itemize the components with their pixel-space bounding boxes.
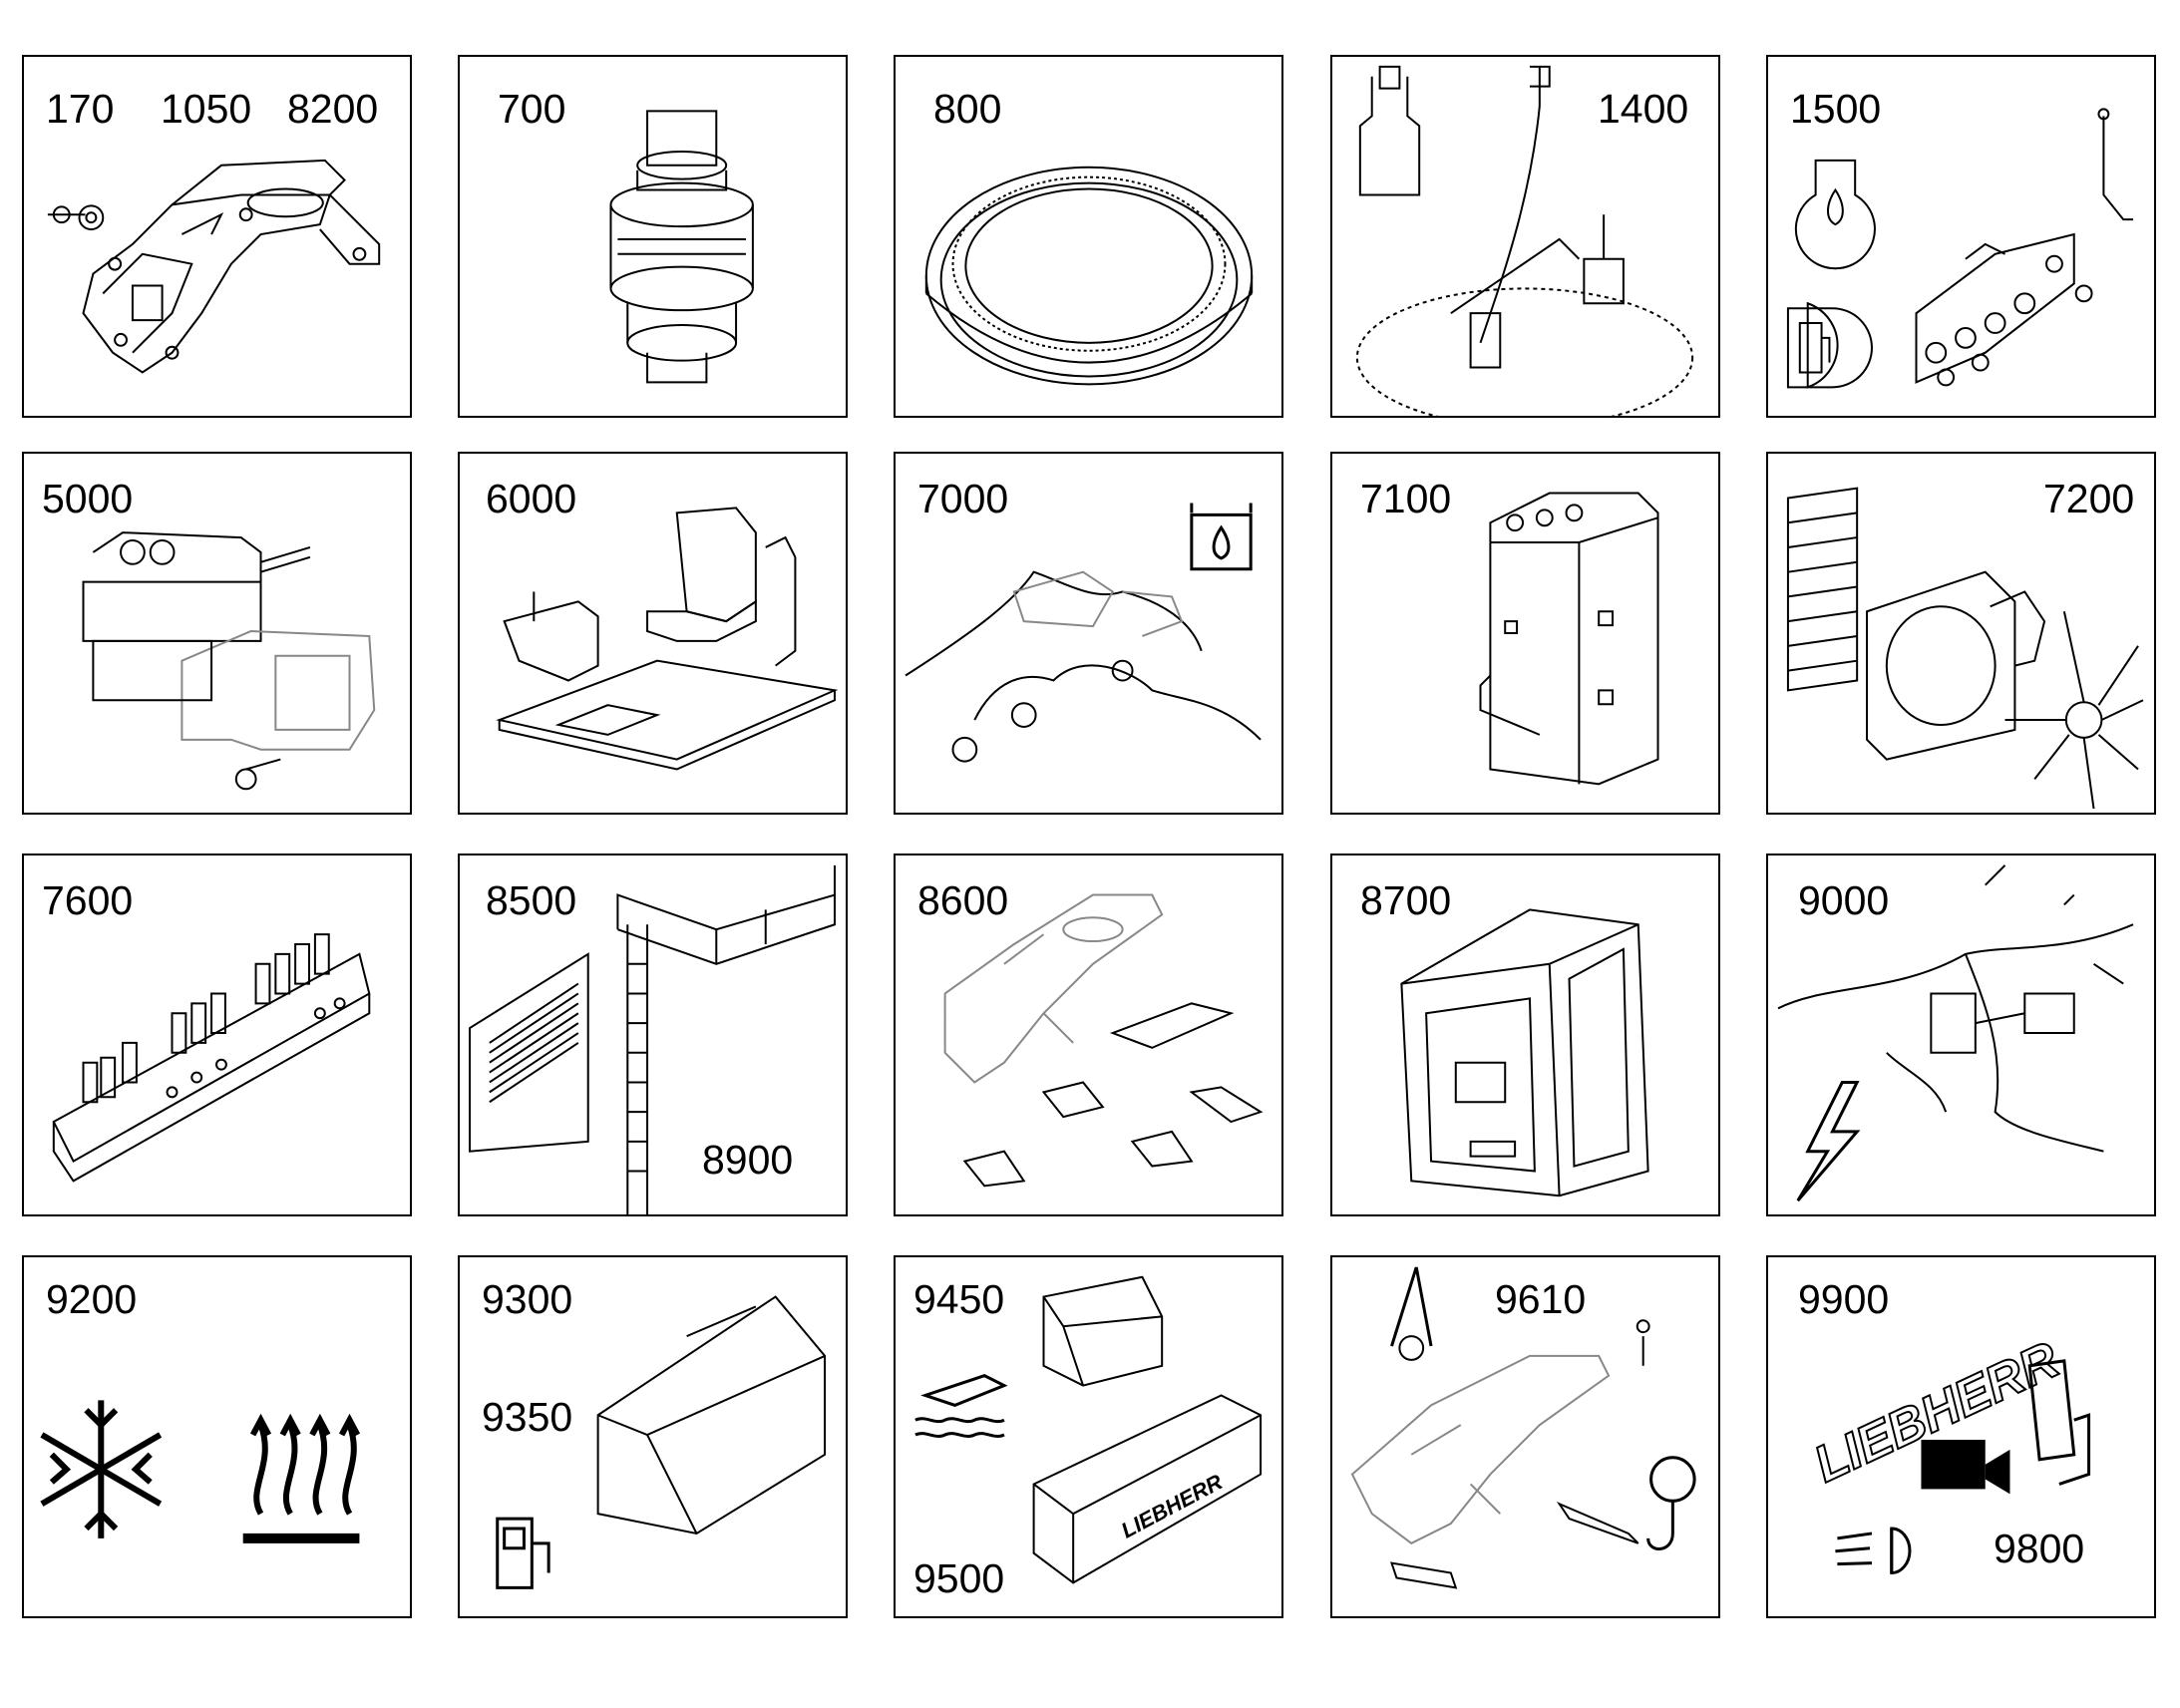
swing-drive-image (460, 57, 846, 416)
tile-9200[interactable]: 9200 (22, 1255, 412, 1618)
section-number: 6000 (486, 476, 577, 521)
electrical-harness-image (1768, 855, 2154, 1214)
tile-7200[interactable]: 7200 (1766, 452, 2156, 815)
camera-icon (1921, 1439, 2010, 1495)
heat-icon (243, 1420, 360, 1538)
operator-cab-image (1332, 855, 1718, 1214)
section-number: 9800 (1994, 1526, 2085, 1571)
section-number: 9610 (1495, 1276, 1587, 1322)
engine-control-image (1768, 57, 2154, 416)
section-number: 9500 (913, 1555, 1005, 1601)
toolbox-refueling-image (460, 1257, 846, 1616)
lightning-icon (1798, 1082, 1857, 1200)
section-number: 800 (933, 86, 1002, 132)
tile-7100[interactable]: 7100 (1330, 452, 1720, 815)
section-number: 8700 (1360, 877, 1452, 923)
snowflake-icon (42, 1400, 161, 1537)
section-number: 7600 (42, 877, 134, 923)
section-number: 170 (46, 86, 115, 132)
tile-800[interactable]: 800 (894, 55, 1283, 418)
section-number: 8900 (702, 1137, 794, 1183)
hydraulic-tank-image (1332, 454, 1718, 813)
section-number: 1050 (161, 86, 252, 132)
section-number: 8500 (486, 877, 577, 923)
section-number: 1500 (1790, 86, 1882, 132)
tile-170-1050-8200[interactable]: 170 1050 8200 (22, 55, 412, 418)
hydraulic-lines-image (896, 454, 1281, 813)
mirror-icon (2029, 1361, 2088, 1485)
tile-5000[interactable]: 5000 (22, 452, 412, 815)
tile-8500-8900[interactable]: 8500 8900 (458, 854, 848, 1216)
fan-blades (2005, 611, 2143, 809)
section-number: 5000 (42, 476, 134, 521)
tile-9000[interactable]: 9000 (1766, 854, 2156, 1216)
section-number: 9000 (1798, 877, 1890, 923)
lifting-gear-image (1332, 1257, 1718, 1616)
section-number: 7100 (1360, 476, 1452, 521)
hook-icon (1648, 1458, 1694, 1549)
tile-9900-9800[interactable]: 9900 9800 LIEBHERR (1766, 1255, 2156, 1618)
section-number: 7200 (2043, 476, 2135, 521)
section-number: 9350 (482, 1394, 573, 1440)
fuel-icon (1788, 303, 1872, 387)
operator-seat-image (460, 454, 846, 813)
radiator-fan-image (1768, 454, 2154, 813)
uppercarriage-frame-image (24, 57, 410, 416)
tile-8700[interactable]: 8700 (1330, 854, 1720, 1216)
hydraulic-tank-icon (1192, 503, 1251, 568)
covers-plates-image (896, 855, 1281, 1214)
control-valve-block-image (24, 855, 410, 1214)
section-number: 8200 (287, 86, 379, 132)
tile-6000[interactable]: 6000 (458, 452, 848, 815)
counterweight-pump-image: LIEBHERR (896, 1257, 1281, 1616)
section-number: 9200 (46, 1276, 138, 1322)
doors-ladder-railing-image (460, 855, 846, 1214)
tile-7600[interactable]: 7600 (22, 854, 412, 1216)
tile-9450-9500[interactable]: 9450 9500 LIEBHERR (894, 1255, 1283, 1618)
counterweight-brand: LIEBHERR (1117, 1469, 1227, 1542)
tile-9610[interactable]: 9610 (1330, 1255, 1720, 1618)
oil-pressure-icon (1796, 161, 1875, 268)
section-number: 700 (498, 86, 566, 132)
water-drain-icon (915, 1376, 1004, 1437)
fuel-pump-icon (498, 1519, 548, 1587)
tile-8600[interactable]: 8600 (894, 854, 1283, 1216)
tile-700[interactable]: 700 (458, 55, 848, 418)
section-number: 9300 (482, 1276, 573, 1322)
decals-camera-mirror-image: LIEBHERR (1804, 1329, 2154, 1616)
section-number: 7000 (917, 476, 1009, 521)
section-number: 9450 (913, 1276, 1005, 1322)
engine-mount-image (1332, 57, 1718, 416)
slewing-ring-image (896, 57, 1281, 416)
tile-1400[interactable]: 1400 (1330, 55, 1720, 418)
headlight-icon (1835, 1529, 1910, 1573)
section-number: 1400 (1598, 86, 1689, 132)
section-number: 8600 (917, 877, 1009, 923)
tile-7000[interactable]: 7000 (894, 452, 1283, 815)
hydraulic-pump-assembly-image (24, 454, 410, 813)
tile-1500[interactable]: 1500 (1766, 55, 2156, 418)
section-number: 9900 (1798, 1276, 1890, 1322)
climate-control-image (24, 1257, 410, 1616)
tile-9300-9350[interactable]: 9300 9350 (458, 1255, 848, 1618)
